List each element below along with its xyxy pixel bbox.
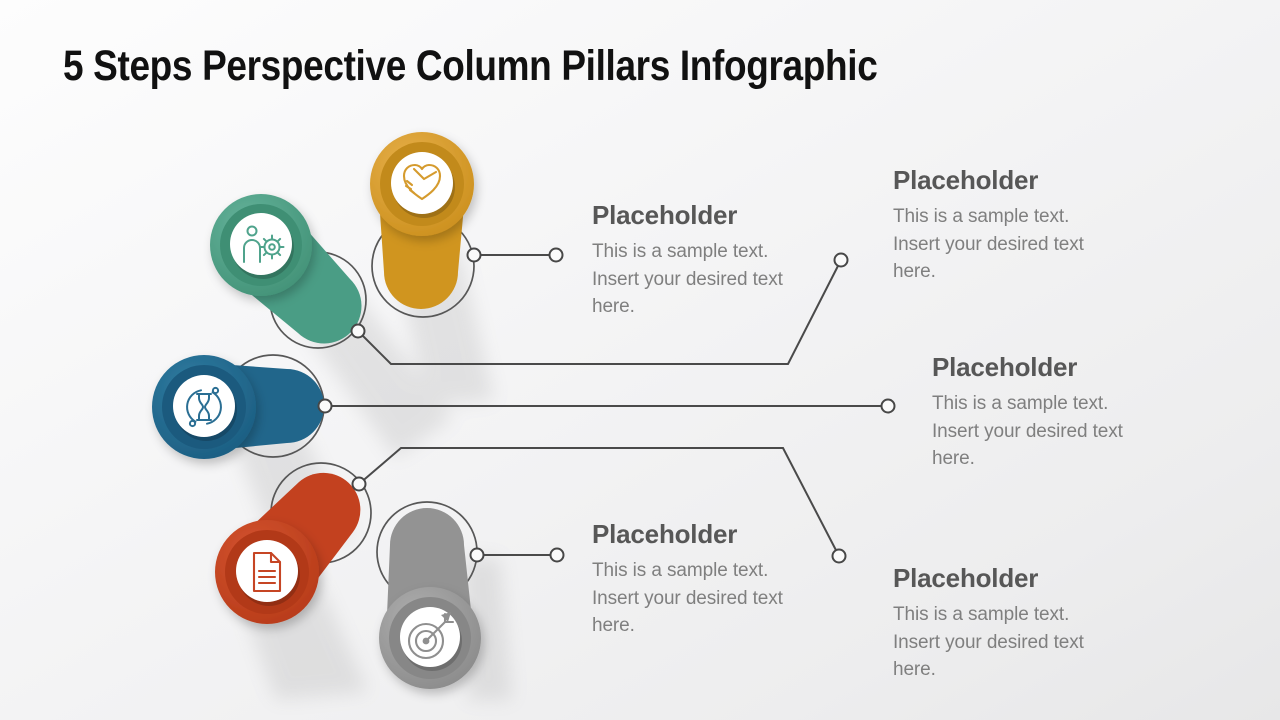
step-3-body: This is a sample text. Insert your desir… (932, 393, 1123, 470)
shadow-gray (462, 558, 512, 700)
node (548, 247, 564, 263)
cap (152, 355, 256, 459)
step-5-text-block: Placeholder This is a sample text. Inser… (592, 519, 804, 640)
step-4-heading: Placeholder (893, 563, 1039, 593)
step-4-body: This is a sample text. Insert your desir… (893, 604, 1084, 681)
pillar-teal (210, 194, 367, 349)
connector-teal (357, 259, 842, 365)
node (469, 547, 485, 563)
step-4-text-block: Placeholder This is a sample text. Inser… (893, 563, 1111, 684)
node (833, 252, 849, 268)
step-5-body: This is a sample text. Insert your desir… (592, 560, 783, 637)
cap (370, 132, 474, 236)
step-2-text-block: Placeholder This is a sample text. Inser… (893, 165, 1111, 286)
node (351, 476, 367, 492)
step-2-body: This is a sample text. Insert your desir… (893, 206, 1084, 283)
pillar-red (215, 462, 372, 624)
node (831, 548, 847, 564)
node (880, 398, 896, 414)
person-gear-icon (243, 225, 285, 263)
step-2-heading: Placeholder (893, 165, 1039, 195)
cap (215, 520, 319, 624)
step-1-heading: Placeholder (592, 200, 738, 230)
connector-red (358, 447, 840, 557)
pillar-gray (376, 501, 481, 689)
step-5-heading: Placeholder (592, 519, 738, 549)
node (317, 398, 333, 414)
step-1-body: This is a sample text. Insert your desir… (592, 241, 783, 318)
node (350, 323, 366, 339)
hourglass-sync-icon (186, 386, 222, 428)
connector-nodes (317, 247, 896, 564)
connectors (325, 254, 888, 557)
pillar-blue (152, 354, 325, 459)
cap (210, 194, 312, 296)
step-3-heading: Placeholder (932, 352, 1078, 382)
node (549, 547, 565, 563)
step-1-text-block: Placeholder This is a sample text. Inser… (592, 200, 804, 321)
slide-title: 5 Steps Perspective Column Pillars Infog… (63, 42, 878, 90)
cap-face (173, 375, 235, 437)
step-3-text-block: Placeholder This is a sample text. Inser… (932, 352, 1144, 473)
pillar-yellow (370, 132, 475, 318)
target-arrow-icon (407, 612, 455, 660)
document-icon (252, 551, 282, 593)
cap-face (230, 213, 292, 275)
node (466, 247, 482, 263)
cap (379, 587, 481, 689)
cap-face (391, 152, 453, 214)
heart-handshake-icon (402, 163, 442, 201)
